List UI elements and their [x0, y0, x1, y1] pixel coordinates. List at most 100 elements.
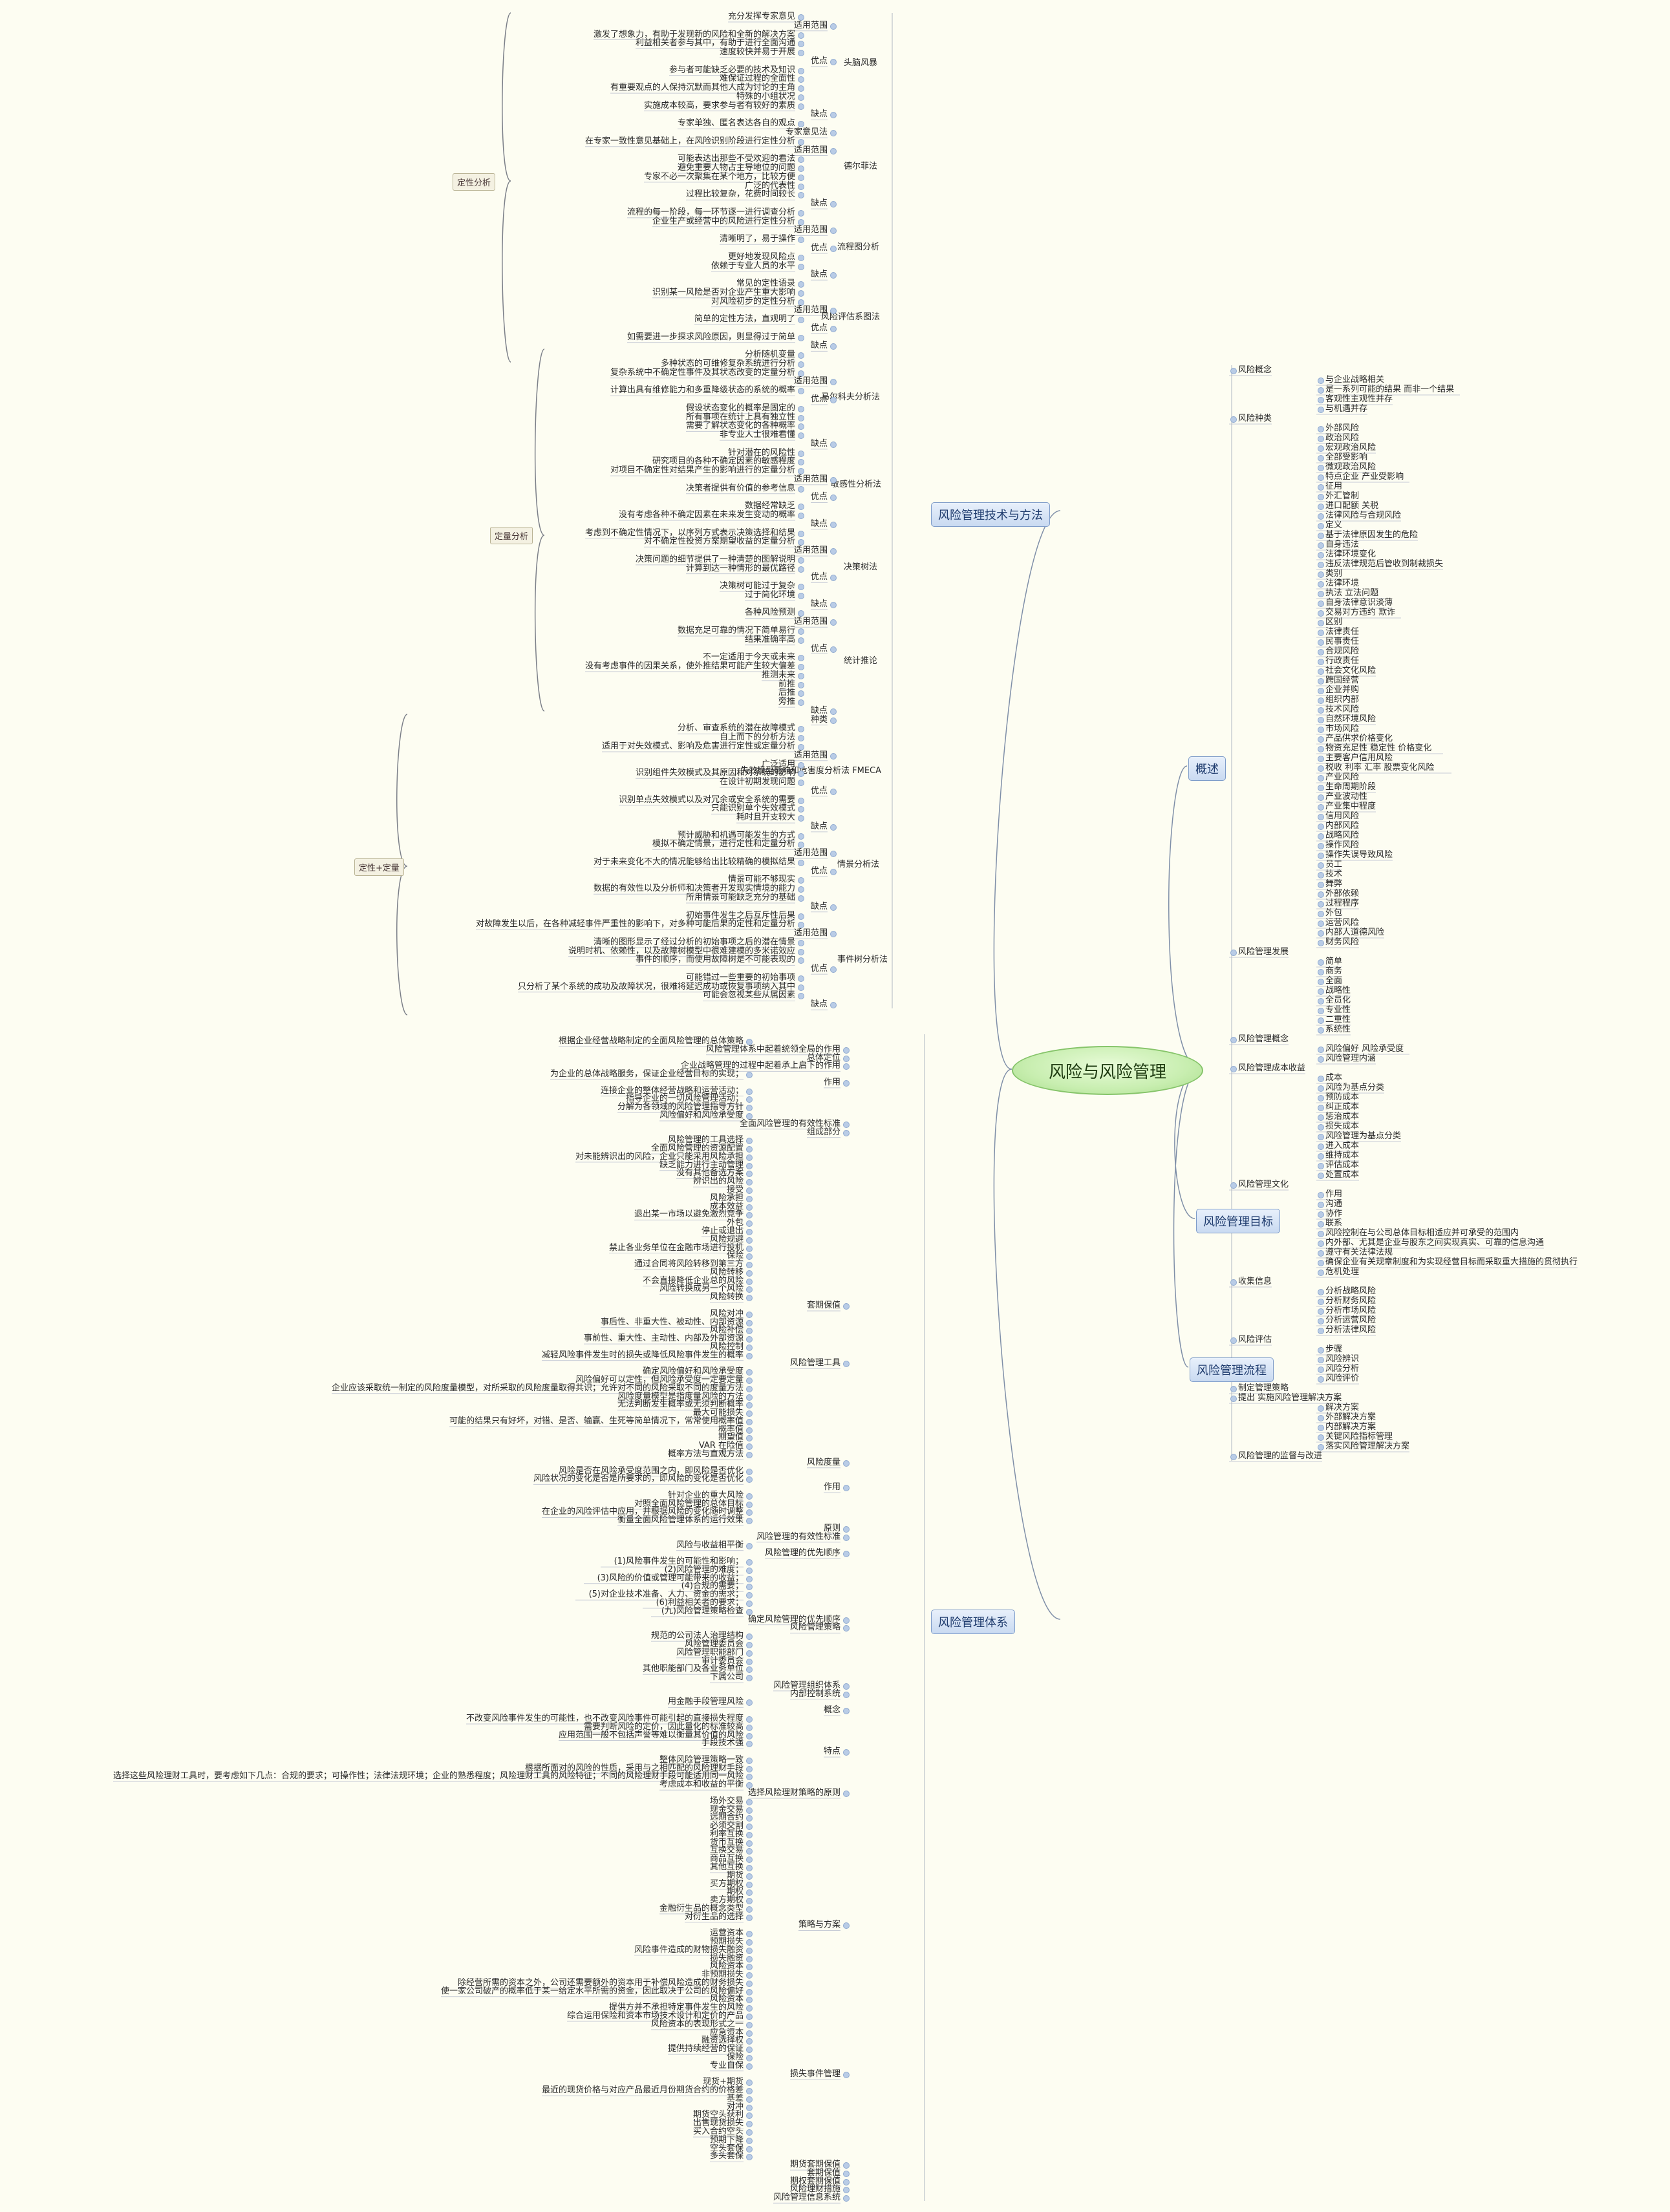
right_items-item[interactable]: 物资充足性 稳定性 价格变化: [1325, 743, 1432, 753]
left_items-item[interactable]: 复杂系统中不确定性事件及其状态改变的定量分析: [610, 367, 795, 378]
left_items-item[interactable]: 过于简化环境: [744, 590, 795, 600]
system_items-item[interactable]: 根据所面对的风险的性质，采用与之相匹配的风险理财手段: [524, 1763, 744, 1773]
system_items-item[interactable]: 对衍生品的选择: [684, 1911, 744, 1922]
system_items-item[interactable]: 内部控制系统: [789, 1688, 840, 1699]
left_items-item[interactable]: 适用范围: [793, 848, 828, 858]
left_items-item[interactable]: 研究项目的各种不确定因素的敏感程度: [652, 456, 795, 467]
system_items-item[interactable]: 利率互换: [709, 1829, 744, 1839]
topic-risk-tech-methods[interactable]: 风险管理技术与方法: [931, 502, 1050, 527]
system_items-item[interactable]: 全面风险管理的资源配置: [650, 1143, 744, 1154]
left_items-item[interactable]: 所用情景可能缺乏充分的基础: [685, 893, 795, 903]
right_items-item[interactable]: 与企业战略相关: [1325, 375, 1385, 385]
system_items-item[interactable]: 成本效益: [709, 1201, 744, 1211]
system_items-item[interactable]: 企业战略管理的过程中起着承上启下的作用: [680, 1061, 840, 1071]
left_items-item[interactable]: 适用范围: [793, 305, 828, 315]
left_items-item[interactable]: 缺点: [810, 821, 828, 831]
left_items-item[interactable]: 没有考虑各种不确定因素在未来发生变动的概率: [618, 510, 795, 520]
right_items-item[interactable]: 自身法律意识淡薄: [1325, 598, 1393, 608]
right_items-item[interactable]: 作用: [1325, 1189, 1343, 1199]
system_items-item[interactable]: 套期保值: [806, 2167, 840, 2178]
right_items-item[interactable]: 外汇管制: [1325, 491, 1360, 501]
method-brainstorm[interactable]: 头脑风暴: [844, 58, 878, 68]
right_items-item[interactable]: 处置成本: [1325, 1170, 1360, 1180]
right_items-item[interactable]: 社会文化风险: [1325, 666, 1376, 675]
system_items-item[interactable]: 风险资本: [709, 1961, 744, 1972]
system_items-item[interactable]: 风险偏好可以定性，但风险承受度一定要定量: [575, 1374, 744, 1385]
left_items-item[interactable]: 预计威胁和机遇可能发生的方式: [677, 830, 795, 840]
right_items-item[interactable]: 分析法律风险: [1325, 1325, 1376, 1335]
left_items-item[interactable]: 特殊的小组状况: [736, 91, 795, 101]
system_items-item[interactable]: (5)对企业技术准备、人力、资金的需求；: [588, 1590, 744, 1600]
left_items-item[interactable]: 计算出具有维修能力和多重降级状态的系统的概率: [610, 385, 795, 396]
right_items-item[interactable]: 风险种类: [1238, 414, 1272, 423]
left_items-item[interactable]: 流程的每一阶段，每一环节逐一进行调查分析: [626, 207, 795, 217]
system_items-item[interactable]: 货币互换: [709, 1837, 744, 1847]
right_items-item[interactable]: 跨国经营: [1325, 675, 1360, 685]
right_items-item[interactable]: 协作: [1325, 1209, 1343, 1218]
right_items-item[interactable]: 外部风险: [1325, 423, 1360, 433]
right_items-item[interactable]: 技术风险: [1325, 705, 1360, 714]
left_items-item[interactable]: 决策者提供有价值的参考信息: [685, 483, 795, 493]
method-decision-tree[interactable]: 决策树法: [844, 562, 878, 572]
right_items-item[interactable]: 全面: [1325, 976, 1343, 986]
system_items-item[interactable]: 风险度量模型是指度量风险的方法: [617, 1391, 744, 1401]
topic-risk-management-process[interactable]: 风险管理流程: [1190, 1357, 1274, 1382]
system_items-item[interactable]: 选择风险理财策略的原则: [747, 1787, 840, 1798]
right_items-item[interactable]: 生命周期阶段: [1325, 782, 1376, 792]
left_items-item[interactable]: 后推: [778, 688, 795, 698]
system_items-item[interactable]: 现金交易: [709, 1804, 744, 1814]
right_items-item[interactable]: 外包: [1325, 908, 1343, 918]
left_items-item[interactable]: 缺点: [810, 270, 828, 280]
left_items-item[interactable]: 更好地发现风险点: [727, 251, 795, 262]
left_items-item[interactable]: 优点: [810, 866, 828, 876]
right_items-item[interactable]: 外部解决方案: [1325, 1412, 1376, 1422]
system_items-item[interactable]: 选择这些风险理财工具时，要考虑如下几点：合规的要求；可操作性；法律法规环境；企业…: [112, 1771, 744, 1781]
left_items-item[interactable]: 适用范围: [793, 546, 828, 556]
system_items-item[interactable]: 融资选择权: [701, 2036, 744, 2046]
left_items-item[interactable]: 适用范围: [793, 617, 828, 627]
right_items-item[interactable]: 信用风险: [1325, 811, 1360, 821]
right_items-item[interactable]: 财务风险: [1325, 937, 1360, 947]
system_items-item[interactable]: 风险资本的表现形式之一: [650, 2019, 744, 2029]
system_items-item[interactable]: 策略与方案: [798, 1920, 840, 1930]
method-event-tree[interactable]: 事件树分析法: [837, 955, 888, 964]
system_items-item[interactable]: 对未能辨识出的风险，企业只能采用风险承担: [575, 1151, 744, 1162]
right_items-item[interactable]: 企业并购: [1325, 685, 1360, 695]
left_items-item[interactable]: 假设状态变化的概率是固定的: [685, 403, 795, 413]
system_items-item[interactable]: 使一家公司破产的概率低于某一给定水平所需的资金，因此取决于公司的风险偏好: [440, 1986, 744, 1996]
left_items-item[interactable]: 依赖于专业人员的水平: [711, 261, 795, 271]
system_items-item[interactable]: 预期损失: [709, 1937, 744, 1947]
right_items-item[interactable]: 合规风险: [1325, 646, 1360, 656]
right_items-item[interactable]: 步骤: [1325, 1345, 1343, 1354]
right_items-item[interactable]: 进口配额 关税: [1325, 501, 1379, 511]
system_items-item[interactable]: (6)利益相关者的要求；: [656, 1598, 744, 1608]
left_items-item[interactable]: 非专业人士很难看懂: [719, 430, 795, 440]
left_items-item[interactable]: 前推: [778, 679, 795, 689]
right_items-item[interactable]: 简单: [1325, 957, 1343, 966]
system_items-item[interactable]: 风险管理策略: [789, 1622, 840, 1633]
left_items-item[interactable]: 不一定适用于今天或未来: [702, 652, 795, 663]
system_items-item[interactable]: 保险: [726, 2052, 744, 2062]
right_items-item[interactable]: 操作失误导致风险: [1325, 850, 1393, 860]
left_items-item[interactable]: 速度较快并易于开展: [719, 47, 795, 58]
system_items-item[interactable]: 组成部分: [806, 1127, 840, 1137]
left_items-item[interactable]: 缺点: [810, 599, 828, 609]
left_items-item[interactable]: 如需要进一步探求风险原因，则显得过于简单: [626, 332, 795, 342]
system_items-item[interactable]: 风险偏好和风险承受度: [659, 1111, 744, 1121]
system_items-item[interactable]: 用金融手段管理风险: [667, 1697, 744, 1707]
left_items-item[interactable]: 专家不必一次聚集在某个地方，比较方便: [643, 171, 795, 182]
left_items-item[interactable]: 对风险初步的定性分析: [711, 296, 795, 306]
left_items-item[interactable]: 适用范围: [793, 225, 828, 235]
left_items-item[interactable]: 实施成本较高，要求参与者有较好的素质: [643, 100, 795, 111]
right_items-item[interactable]: 风险管理文化: [1238, 1180, 1289, 1189]
left_items-item[interactable]: 参与者可能缺乏必要的技术及知识: [669, 65, 795, 75]
system_items-item[interactable]: 应用范围一般不包括声誉等难以衡量其价值的风险: [558, 1730, 744, 1740]
right_items-item[interactable]: 风险管理内涵: [1325, 1054, 1376, 1063]
left_items-item[interactable]: 初始事件发生之后互斥性后果: [685, 910, 795, 920]
system_items-item[interactable]: 总体定位: [806, 1052, 840, 1063]
right_items-item[interactable]: 行政责任: [1325, 656, 1360, 666]
system_items-item[interactable]: 规范的公司法人治理结构: [650, 1631, 744, 1641]
right_items-item[interactable]: 商务: [1325, 966, 1343, 976]
system_items-item[interactable]: 风险是否在风险承受度范围之内，即风险是否优化: [558, 1465, 744, 1476]
right_items-item[interactable]: 执法 立法问题: [1325, 588, 1379, 598]
